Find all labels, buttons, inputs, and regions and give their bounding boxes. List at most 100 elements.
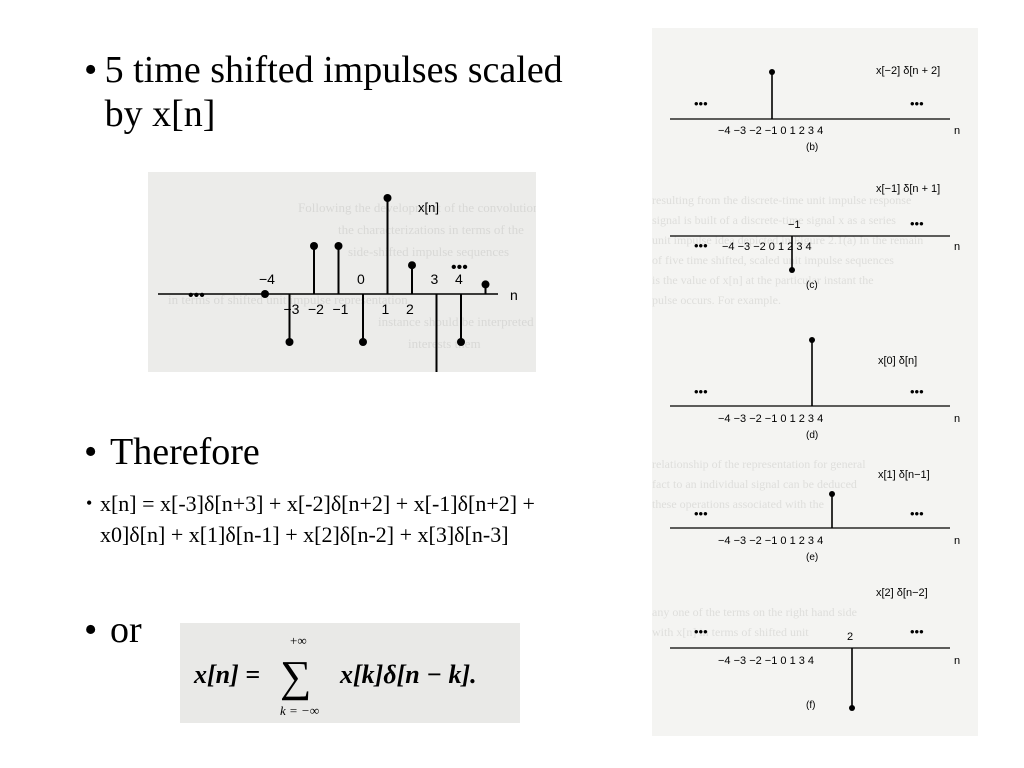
sub-plots-svg: resulting from the discrete-time unit im… bbox=[652, 65, 960, 711]
tick-labels: −4 −3 −2 0 1 2 3 4 bbox=[722, 241, 812, 253]
tick-label: −4 bbox=[259, 271, 275, 287]
svg-text:fact to an individual signal c: fact to an individual signal can be dedu… bbox=[652, 477, 857, 491]
impulse-marker bbox=[383, 194, 392, 202]
impulse-marker bbox=[809, 337, 815, 343]
impulse-marker bbox=[769, 69, 775, 75]
sub-plot-f: x[2] δ[n−2] 2 ••• ••• −4 −3 −2 −1 0 1 3 … bbox=[670, 587, 960, 711]
signal-stem-plot: Following the development of the convolu… bbox=[148, 172, 536, 372]
tick-label: −1 bbox=[333, 301, 349, 317]
left-ellipsis: ••• bbox=[694, 384, 708, 399]
svg-text:instance should be interpreted: instance should be interpreted bbox=[378, 314, 534, 329]
impulse-value-label: 2 bbox=[847, 631, 853, 643]
sub-plot-e: x[1] δ[n−1] ••• ••• −4 −3 −2 −1 0 1 2 3 … bbox=[670, 469, 960, 563]
bullet-equation-text: x[n] = x[-3]δ[n+3] + x[-2]δ[n+2] + x[-1]… bbox=[99, 491, 535, 547]
tick-label: 3 bbox=[431, 271, 439, 287]
impulse-marker bbox=[481, 280, 490, 289]
sub-plot-b: x[−2] δ[n + 2] ••• ••• −4 −3 −2 −1 0 1 2… bbox=[670, 65, 960, 153]
svg-text:of five time shifted, scaled u: of five time shifted, scaled unit impuls… bbox=[652, 253, 894, 267]
left-ellipsis: ••• bbox=[694, 238, 708, 253]
formula-svg: x[n] = +∞ ∑ k = −∞ x[k]δ[n − k]. bbox=[193, 633, 477, 718]
svg-text:side-shifted impulse sequences: side-shifted impulse sequences bbox=[348, 244, 509, 259]
tick-label: 4 bbox=[455, 271, 463, 287]
stem-plot-svg: Following the development of the convolu… bbox=[158, 194, 536, 372]
axis-label-n: n bbox=[954, 413, 960, 425]
bullet-therefore: • Therefore bbox=[84, 430, 260, 474]
axis-label-n: n bbox=[954, 241, 960, 253]
sub-plot-caption: (c) bbox=[806, 280, 818, 291]
axis-label-n: n bbox=[510, 287, 518, 303]
tick-label: 1 bbox=[382, 301, 390, 317]
bullet-shifted-text: 5 time shifted impulses scaled by x[n] bbox=[104, 49, 563, 135]
svg-text:interests them: interests them bbox=[408, 336, 481, 351]
sub-plot-d: x[0] δ[n] ••• ••• −4 −3 −2 −1 0 1 2 3 4 … bbox=[670, 337, 960, 441]
sub-plot-caption: (e) bbox=[806, 552, 818, 563]
sub-plot-label: x[0] δ[n] bbox=[878, 355, 917, 367]
right-ellipsis: ••• bbox=[910, 506, 924, 521]
convolution-sum-formula: x[n] = +∞ ∑ k = −∞ x[k]δ[n − k]. bbox=[180, 623, 520, 723]
bullet-shifted-impulses: • 5 time shifted impulses scaled by x[n] bbox=[84, 48, 564, 136]
svg-text:the characterizations in terms: the characterizations in terms of the bbox=[338, 222, 524, 237]
sub-plot-c: x[−1] δ[n + 1] −1 ••• ••• −4 −3 −2 0 1 2… bbox=[670, 183, 960, 291]
tick-label: 0 bbox=[357, 271, 365, 287]
tick-labels: −4 −3 −2 −1 0 1 2 3 4 bbox=[718, 413, 823, 425]
bullet-equation: • x[n] = x[-3]δ[n+3] + x[-2]δ[n+2] + x[-… bbox=[86, 488, 556, 550]
axis-label-n: n bbox=[954, 125, 960, 137]
bullet-glyph: • bbox=[84, 49, 98, 91]
right-ellipsis: ••• bbox=[910, 96, 924, 111]
ghost-text: Following the development of the convolu… bbox=[168, 200, 536, 351]
right-ellipsis: ••• bbox=[910, 384, 924, 399]
right-ellipsis: ••• bbox=[910, 216, 924, 231]
sub-plot-caption: (d) bbox=[806, 430, 818, 441]
svg-text:pulse occurs. For example.: pulse occurs. For example. bbox=[652, 293, 781, 307]
svg-text:is the value of x[n] at the pa: is the value of x[n] at the particular i… bbox=[652, 273, 874, 287]
sub-plot-caption: (f) bbox=[806, 700, 815, 711]
shifted-impulse-plots: resulting from the discrete-time unit im… bbox=[652, 28, 978, 736]
bullet-or: • or bbox=[84, 608, 142, 652]
tick-label: 2 bbox=[406, 301, 414, 317]
impulse-marker bbox=[408, 261, 416, 270]
tick-label: −3 bbox=[284, 301, 300, 317]
svg-text:resulting from the discrete-ti: resulting from the discrete-time unit im… bbox=[652, 193, 911, 207]
formula-lhs: x[n] = bbox=[193, 660, 260, 689]
bullet-or-text: or bbox=[110, 609, 142, 651]
svg-text:in terms of shifted unit impul: in terms of shifted unit impulse represe… bbox=[168, 292, 408, 307]
impulse-value-label: −1 bbox=[788, 219, 801, 231]
left-ellipsis: ••• bbox=[188, 287, 205, 304]
svg-text:relationship of the representa: relationship of the representation for g… bbox=[652, 457, 866, 471]
svg-text:signal is built of a discrete-: signal is built of a discrete-time signa… bbox=[652, 213, 896, 227]
svg-text:Following the development of t: Following the development of the convolu… bbox=[298, 200, 536, 215]
right-ellipsis: ••• bbox=[910, 624, 924, 639]
left-ellipsis: ••• bbox=[694, 96, 708, 111]
impulse-marker bbox=[359, 338, 367, 346]
impulse-marker bbox=[789, 267, 795, 273]
bullet-glyph: • bbox=[86, 493, 93, 513]
sub-plot-label: x[1] δ[n−1] bbox=[878, 469, 930, 481]
signal-label: x[n] bbox=[418, 200, 439, 215]
bullet-glyph: • bbox=[84, 431, 98, 473]
sub-plot-caption: (b) bbox=[806, 142, 818, 153]
impulse-marker bbox=[310, 242, 318, 250]
formula-rhs: x[k]δ[n − k]. bbox=[339, 660, 477, 689]
svg-text:any one of the terms on the ri: any one of the terms on the right hand s… bbox=[652, 605, 857, 619]
svg-text:these operations associated wi: these operations associated with the bbox=[652, 497, 824, 511]
right-ellipsis: ••• bbox=[451, 259, 468, 276]
formula-sum-lower: k = −∞ bbox=[280, 703, 319, 718]
tick-label: −2 bbox=[308, 301, 324, 317]
impulse-marker bbox=[457, 338, 465, 346]
formula-sum-sign: ∑ bbox=[280, 652, 311, 701]
sub-plot-label: x[2] δ[n−2] bbox=[876, 587, 928, 599]
tick-labels: −4 −3 −2 −1 0 1 2 3 4 bbox=[718, 125, 823, 137]
formula-sum-upper: +∞ bbox=[290, 633, 307, 648]
left-ellipsis: ••• bbox=[694, 624, 708, 639]
impulse-marker bbox=[849, 705, 855, 711]
tick-labels: −4 −3 −2 −1 0 1 3 4 bbox=[718, 655, 814, 667]
bullet-therefore-text: Therefore bbox=[110, 431, 260, 473]
impulse-marker bbox=[285, 338, 294, 346]
impulse-marker bbox=[829, 491, 835, 497]
axis-label-n: n bbox=[954, 535, 960, 547]
axis-label-n: n bbox=[954, 655, 960, 667]
left-ellipsis: ••• bbox=[694, 506, 708, 521]
sub-plot-label: x[−2] δ[n + 2] bbox=[876, 65, 940, 77]
tick-labels: −4 −3 −2 −1 0 1 2 3 4 bbox=[718, 535, 823, 547]
svg-text:with x[n] in terms of shifted: with x[n] in terms of shifted unit bbox=[652, 625, 809, 639]
